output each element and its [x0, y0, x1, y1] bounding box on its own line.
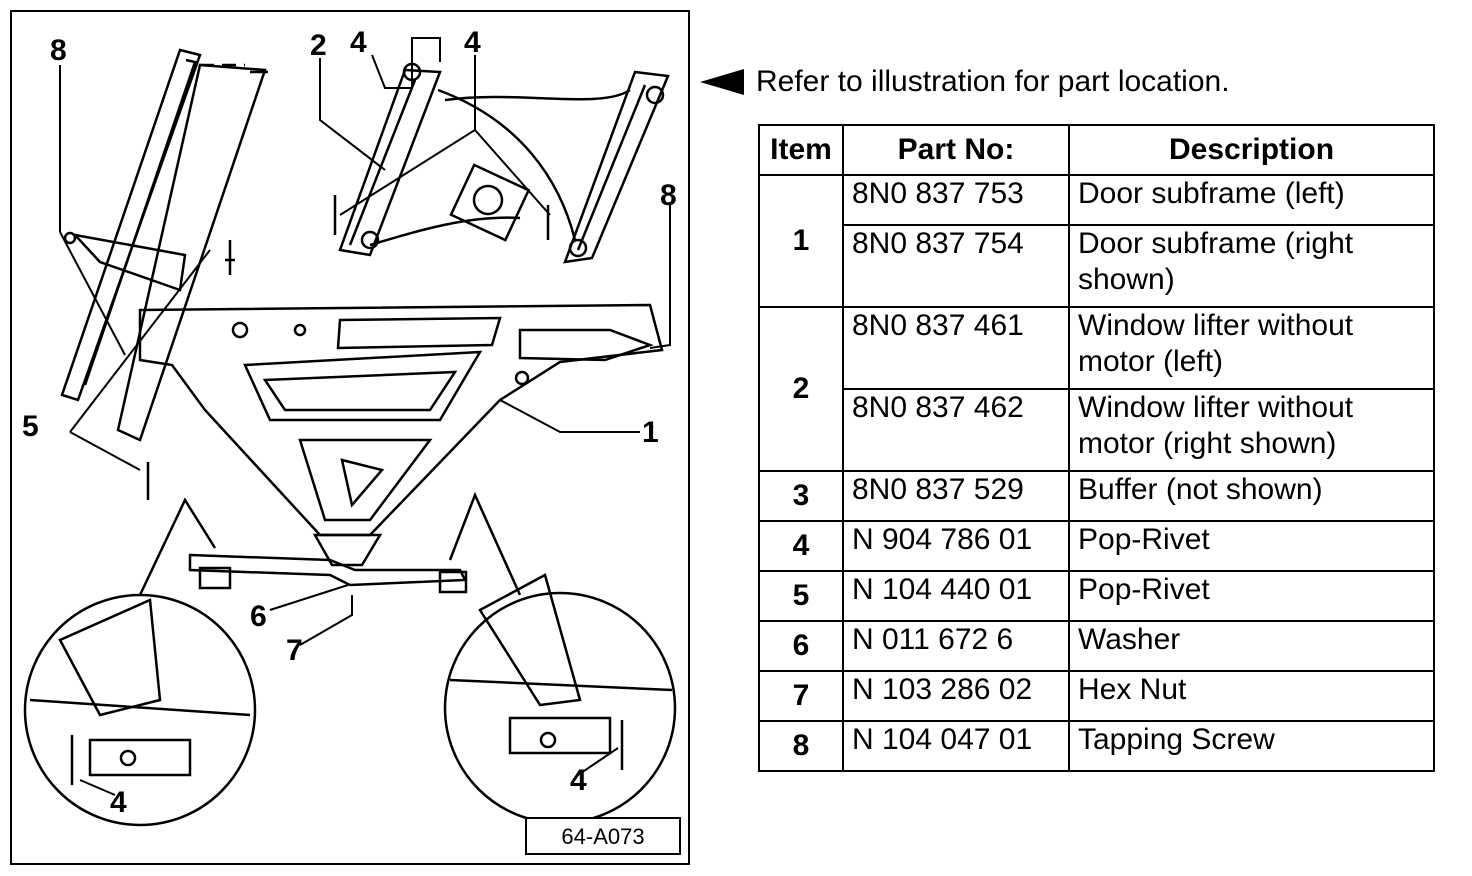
part-number: N 104 440 01: [842, 570, 1070, 622]
part-description: Hex Nut: [1068, 670, 1435, 722]
callout-4-top-a: 4: [350, 26, 367, 59]
part-description: Washer: [1068, 620, 1435, 672]
table-header-row: Item Part No: Description: [758, 124, 1435, 176]
parts-table: Item Part No: Description 1 8N0 837 753 …: [758, 124, 1435, 772]
left-arrow-icon: [700, 69, 744, 95]
part-number: 8N0 837 462: [842, 388, 1070, 472]
callout-4-bottom-right: 4: [570, 764, 587, 797]
callout-4-top-b: 4: [464, 26, 481, 59]
part-number: 8N0 837 529: [842, 470, 1070, 522]
item-number: 8: [758, 720, 844, 772]
part-description: Pop-Rivet: [1068, 570, 1435, 622]
part-description: Pop-Rivet: [1068, 520, 1435, 572]
table-row: 1 8N0 837 753 Door subframe (left): [758, 174, 1435, 308]
figure-id-box: [525, 817, 681, 855]
callout-8-top-left: 8: [50, 34, 67, 67]
part-number: N 103 286 02: [842, 670, 1070, 722]
exploded-view-illustration: 8 2 4 4 8 1 5 6 7 4 4 64-A073: [10, 10, 690, 865]
item-number: 3: [758, 470, 844, 522]
callout-4-bottom-left: 4: [110, 786, 127, 819]
item-number: 7: [758, 670, 844, 722]
table-row: 6 N 011 672 6 Washer: [758, 620, 1435, 672]
callout-7: 7: [286, 634, 303, 667]
leader-lines: [59, 37, 671, 796]
part-description: Tapping Screw: [1068, 720, 1435, 772]
part-description: Door subframe (right shown): [1068, 224, 1435, 308]
part-description: Window lifter without motor (right shown…: [1068, 388, 1435, 472]
part-description: Door subframe (left): [1068, 174, 1435, 226]
callout-5: 5: [22, 410, 39, 443]
item-number: 6: [758, 620, 844, 672]
part-description: Window lifter without motor (left): [1068, 306, 1435, 390]
part-number: N 011 672 6: [842, 620, 1070, 672]
line-art: [23, 48, 677, 827]
callout-1: 1: [642, 416, 659, 449]
callout-8-right: 8: [660, 179, 677, 212]
part-number: N 104 047 01: [842, 720, 1070, 772]
table-row: 5 N 104 440 01 Pop-Rivet: [758, 570, 1435, 622]
table-row: 8N0 837 754 Door subframe (right shown): [759, 224, 1435, 308]
part-number: 8N0 837 753: [842, 174, 1070, 226]
figure-id: 64-A073: [561, 824, 644, 849]
reference-note-text: Refer to illustration for part location.: [756, 65, 1230, 98]
item-number: 5: [758, 570, 844, 622]
reference-note: Refer to illustration for part location.: [700, 62, 1230, 102]
part-number: 8N0 837 754: [842, 224, 1070, 308]
illustration-frame: [10, 10, 690, 865]
part-description: Buffer (not shown): [1068, 470, 1435, 522]
callout-6: 6: [250, 600, 267, 633]
callout-2: 2: [310, 29, 327, 62]
header-part-no: Part No:: [842, 124, 1070, 176]
header-description: Description: [1068, 124, 1435, 176]
table-row: 2 8N0 837 461 Window lifter without moto…: [758, 306, 1435, 472]
table-row: 7 N 103 286 02 Hex Nut: [758, 670, 1435, 722]
item-number: 4: [758, 520, 844, 572]
header-item: Item: [758, 124, 844, 176]
part-number: N 904 786 01: [842, 520, 1070, 572]
table-row: 3 8N0 837 529 Buffer (not shown): [758, 470, 1435, 522]
part-number: 8N0 837 461: [842, 306, 1070, 390]
item-number: 2: [758, 306, 844, 472]
table-row: 4 N 904 786 01 Pop-Rivet: [758, 520, 1435, 572]
table-row: 8N0 837 462 Window lifter without motor …: [759, 388, 1435, 472]
table-row: 8 N 104 047 01 Tapping Screw: [758, 720, 1435, 772]
item-number: 1: [758, 174, 844, 308]
